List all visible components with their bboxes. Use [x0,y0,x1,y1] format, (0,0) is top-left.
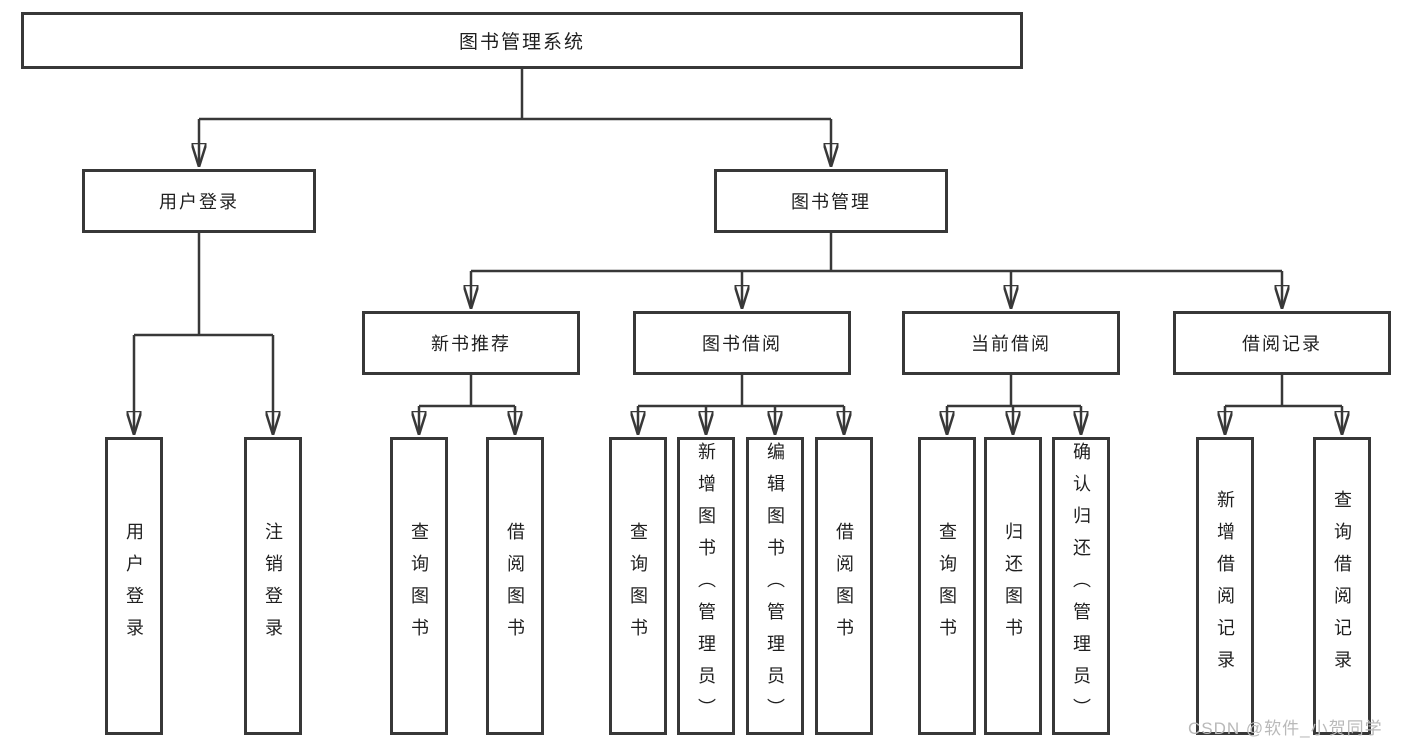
leaf-query-borrow-record-label: 查询借阅记录 [1332,490,1352,682]
node-root: 图书管理系统 [21,12,1023,69]
leaf-borrow-books-recommend: 借阅图书 [486,437,544,735]
leaf-add-borrow-record: 新增借阅记录 [1196,437,1254,735]
leaf-add-book-admin-label: 新增图书（管理员） [696,442,716,730]
node-current-borrow: 当前借阅 [902,311,1120,375]
leaf-query-books-recommend: 查询图书 [390,437,448,735]
leaf-return-book-label: 归还图书 [1003,522,1023,650]
leaf-query-books-borrow-label: 查询图书 [628,522,648,650]
csdn-watermark: CSDN @软件_小贺同学 [1188,719,1383,738]
node-borrow-records: 借阅记录 [1173,311,1391,375]
leaf-query-books-recommend-label: 查询图书 [409,522,429,650]
leaf-logout-label: 注销登录 [263,522,283,650]
leaf-user-login-label: 用户登录 [124,522,144,650]
leaf-add-book-admin: 新增图书（管理员） [677,437,735,735]
node-new-book-recommend-label: 新书推荐 [431,334,511,354]
leaf-borrow-books-recommend-label: 借阅图书 [505,522,525,650]
node-book-borrow: 图书借阅 [633,311,851,375]
leaf-confirm-return-admin: 确认归还（管理员） [1052,437,1110,735]
leaf-return-book: 归还图书 [984,437,1042,735]
node-book-management: 图书管理 [714,169,948,233]
leaf-confirm-return-admin-label: 确认归还（管理员） [1071,442,1091,730]
leaf-borrow-books: 借阅图书 [815,437,873,735]
node-root-label: 图书管理系统 [458,32,585,53]
node-book-management-label: 图书管理 [791,192,871,212]
leaf-query-books-current: 查询图书 [918,437,976,735]
leaf-edit-book-admin-label: 编辑图书（管理员） [765,442,785,730]
node-new-book-recommend: 新书推荐 [362,311,580,375]
leaf-borrow-books-label: 借阅图书 [834,522,854,650]
leaf-add-borrow-record-label: 新增借阅记录 [1215,490,1235,682]
leaf-logout: 注销登录 [244,437,302,735]
node-user-login-label: 用户登录 [159,192,239,212]
leaf-query-borrow-record: 查询借阅记录 [1313,437,1371,735]
node-borrow-records-label: 借阅记录 [1242,334,1322,354]
leaf-edit-book-admin: 编辑图书（管理员） [746,437,804,735]
leaf-query-books-current-label: 查询图书 [937,522,957,650]
leaf-query-books-borrow: 查询图书 [609,437,667,735]
node-user-login: 用户登录 [82,169,316,233]
node-book-borrow-label: 图书借阅 [702,334,782,354]
node-current-borrow-label: 当前借阅 [971,334,1051,354]
leaf-user-login: 用户登录 [105,437,163,735]
